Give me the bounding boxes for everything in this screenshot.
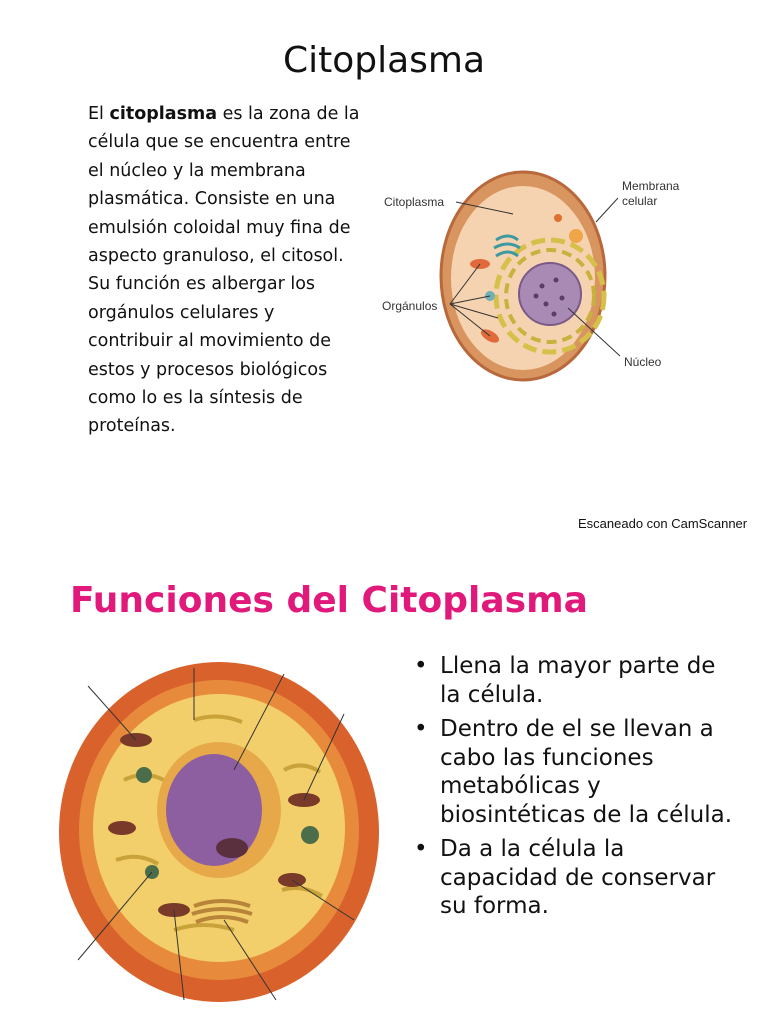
function-item: Dentro de el se llevan a cabo las funcio…	[410, 715, 740, 829]
cell-illustration	[59, 662, 379, 1002]
intro-term: citoplasma	[109, 104, 218, 124]
intro-text: El citoplasma es la zona de la célula qu…	[88, 100, 360, 441]
nucleus	[166, 754, 262, 866]
er-ring	[493, 237, 607, 355]
label-organulos: Orgánulos	[382, 299, 437, 313]
label-line	[223, 919, 277, 1001]
intro-lead: El	[88, 104, 110, 124]
slide-title: Citoplasma	[282, 40, 486, 81]
nucleolus-dot	[543, 301, 549, 307]
function-item: Llena la mayor parte de la célula.	[410, 652, 740, 709]
nucleus	[518, 262, 582, 326]
vesicle	[554, 214, 562, 222]
vesicle	[485, 291, 495, 301]
er-ring	[504, 248, 596, 344]
label-line	[291, 879, 355, 921]
functions-list: Llena la mayor parte de la célula. Dentr…	[410, 652, 740, 927]
label-nucleo: Núcleo	[624, 355, 662, 369]
lysosome	[136, 767, 152, 783]
function-item: Da a la célula la capacidad de conservar…	[410, 835, 740, 921]
label-line	[173, 909, 185, 1001]
nucleolus-dot	[553, 277, 559, 283]
leader-line	[449, 263, 481, 305]
intro-rest: es la zona de la célula que se encuentra…	[88, 104, 360, 267]
golgi-apparatus	[191, 899, 253, 924]
leader-line	[449, 303, 491, 337]
label-membrana: Membrana	[622, 179, 680, 193]
label-line	[233, 673, 285, 771]
nucleolus-dot	[539, 283, 545, 289]
nucleolus	[216, 838, 248, 858]
section-title: Funciones del Citoplasma	[70, 580, 588, 621]
golgi-apparatus	[493, 234, 521, 258]
leader-line	[595, 197, 619, 223]
scan-watermark: Escaneado con CamScanner	[578, 516, 748, 531]
mitochondrion	[108, 821, 136, 835]
label-line	[87, 685, 137, 741]
nucleolus-dot	[551, 311, 557, 317]
intro-function: Su función es albergar los orgánulos cel…	[88, 274, 332, 437]
leader-line	[449, 303, 499, 319]
label-celular: celular	[622, 194, 657, 208]
cell-diagram: Citoplasma Membrana celular Orgánulos Nú…	[382, 170, 680, 382]
leader-line	[449, 295, 491, 305]
nucleolus-dot	[533, 293, 539, 299]
leader-line	[567, 307, 621, 357]
nucleolus-dot	[559, 295, 565, 301]
label-line	[77, 871, 153, 961]
vesicle	[569, 229, 583, 243]
label-line	[303, 713, 345, 801]
leader-line	[455, 201, 514, 215]
lysosome	[301, 826, 319, 844]
label-citoplasma: Citoplasma	[384, 195, 444, 209]
